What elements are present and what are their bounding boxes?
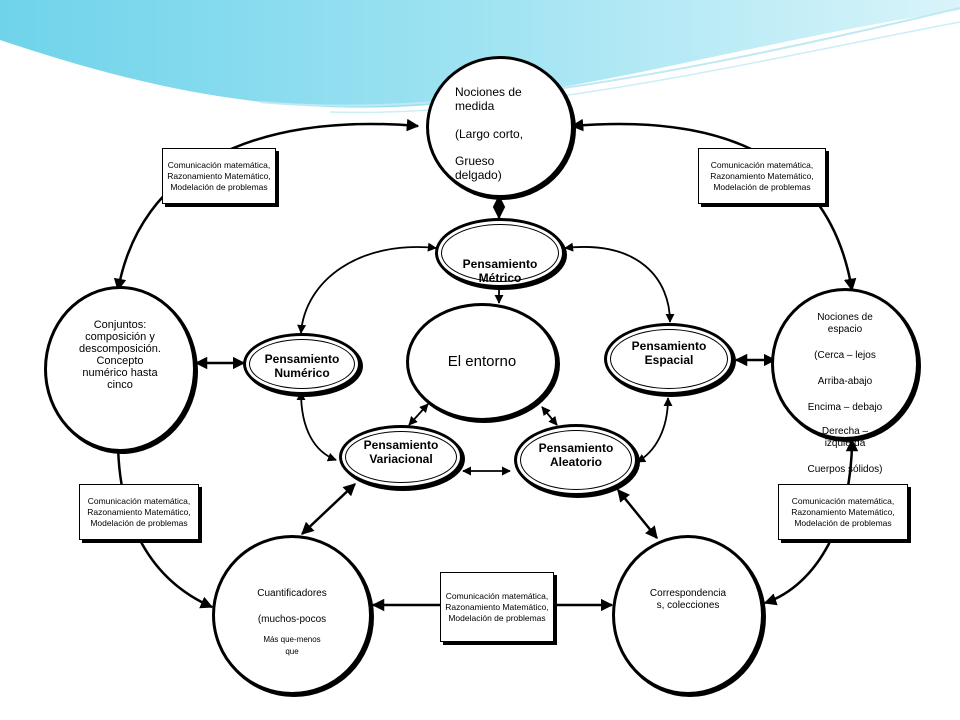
arrow-variacional-to-cuantificadores: [301, 483, 356, 535]
center-label: El entorno: [447, 353, 517, 370]
conjuntos-line-5: numérico hasta: [82, 367, 158, 379]
competency-line-2: Razonamiento Matemático,: [167, 170, 271, 181]
espacio-line-4: Arriba-abajo: [817, 376, 873, 387]
node-nociones-medida: Nociones de medida (Largo corto, Grueso …: [426, 56, 574, 198]
competency-box-top-left: Comunicación matemática, Razonamiento Ma…: [162, 148, 276, 204]
node-pensamiento-variacional: Pensamiento Variacional: [339, 425, 463, 489]
conjuntos-line-3: descomposición.: [79, 343, 161, 355]
numerico-line-2: Numérico: [274, 366, 330, 380]
arrow-espacial-to-aleatorio: [636, 397, 673, 463]
competency-line-3: Modelación de problemas: [170, 181, 268, 192]
competency-box-middle-left: Comunicación matemática, Razonamiento Ma…: [79, 484, 199, 540]
correspondencia-line-2: s, colecciones: [656, 600, 720, 611]
variacional-line-1: Pensamiento: [363, 438, 439, 452]
arrow-metrico-to-espacial: [564, 242, 675, 323]
aleatorio-line-2: Aleatorio: [549, 455, 602, 469]
competency-box-top-right: Comunicación matemática, Razonamiento Ma…: [698, 148, 826, 204]
node-cuantificadores: Cuantificadores (muchos-pocos Más que-me…: [212, 535, 372, 695]
arrow-aleatorio-to-correspondencia: [617, 489, 658, 539]
competency-line-2: Razonamiento Matemático,: [710, 170, 814, 181]
arrow-metrico-to-numerico: [297, 242, 437, 334]
conjuntos-line-4: Concepto: [96, 355, 144, 367]
competency-line-2: Razonamiento Matemático,: [791, 506, 895, 517]
espacio-line-5: Encima – debajo: [807, 402, 883, 413]
conjuntos-line-2: composición y: [85, 331, 155, 343]
cuantificadores-line-2: (muchos-pocos: [257, 614, 327, 625]
competency-line-1: Comunicación matemática,: [791, 495, 895, 506]
competency-box-bottom: Comunicación matemática, Razonamiento Ma…: [440, 572, 554, 642]
node-conjuntos: Conjuntos: composición y descomposición.…: [44, 286, 196, 452]
node-pensamiento-numerico: Pensamiento Numérico: [243, 333, 361, 395]
medida-line-3: (Largo corto,: [455, 127, 524, 141]
cuantificadores-line-4: que: [285, 647, 299, 656]
numerico-line-1: Pensamiento: [264, 352, 340, 366]
node-pensamiento-aleatorio: Pensamiento Aleatorio: [514, 424, 638, 496]
competency-line-2: Razonamiento Matemático,: [87, 506, 191, 517]
competency-line-3: Modelación de problemas: [794, 517, 892, 528]
cuantificadores-line-3: Más que-menos: [263, 635, 321, 644]
arrow-centre-to-variacional: [408, 403, 429, 426]
conjuntos-line-6: cinco: [107, 379, 133, 391]
correspondencia-line-1: Correspondencia: [649, 588, 727, 599]
espacio-line-8: Cuerpos sólidos): [807, 464, 883, 475]
competency-line-1: Comunicación matemática,: [167, 159, 271, 170]
espacio-line-7: izquierda: [824, 438, 866, 449]
cuantificadores-line-1: Cuantificadores: [257, 588, 327, 599]
arrow-centre-to-aleatorio: [541, 406, 558, 426]
competency-line-1: Comunicación matemática,: [87, 495, 191, 506]
arrow-conjuntos-to-cuantificadores: [111, 438, 214, 609]
espacio-line-6: Derecha –: [821, 426, 869, 437]
node-pensamiento-espacial: Pensamiento Espacial: [604, 323, 734, 395]
arrow-espacio-to-correspondencia: [763, 438, 859, 606]
espacio-line-2: espacio: [827, 324, 863, 335]
node-correspondencia: Correspondencia s, colecciones: [612, 535, 764, 695]
metrico-line-1: Pensamiento: [462, 257, 538, 271]
competency-box-middle-right: Comunicación matemática, Razonamiento Ma…: [778, 484, 908, 540]
competency-line-2: Razonamiento Matemático,: [445, 601, 549, 612]
competency-line-3: Modelación de problemas: [713, 181, 811, 192]
aleatorio-line-1: Pensamiento: [538, 441, 614, 455]
competency-line-1: Comunicación matemática,: [445, 590, 549, 601]
espacial-line-2: Espacial: [644, 353, 694, 367]
center-node: El entorno: [406, 303, 558, 421]
variacional-line-2: Variacional: [369, 452, 433, 466]
conjuntos-line-1: Conjuntos:: [93, 319, 147, 331]
espacio-line-3: (Cerca – lejos: [814, 350, 876, 361]
medida-line-1: Nociones de: [455, 85, 522, 99]
header-swoosh: [0, 0, 960, 114]
espacial-line-1: Pensamiento: [631, 339, 707, 353]
espacio-line-1: Nociones de: [817, 312, 873, 323]
node-nociones-espacio: [771, 288, 919, 440]
node-pensamiento-metrico: Pensamiento Métrico: [435, 218, 565, 288]
medida-line-2: medida: [455, 99, 495, 113]
metrico-line-2: Métrico: [478, 271, 522, 285]
medida-line-5: delgado): [455, 168, 502, 182]
competency-line-3: Modelación de problemas: [90, 517, 188, 528]
arrow-numerico-to-variacional: [296, 391, 337, 462]
competency-line-1: Comunicación matemática,: [710, 159, 814, 170]
competency-line-3: Modelación de problemas: [448, 612, 546, 623]
medida-line-4: Grueso: [455, 154, 495, 168]
